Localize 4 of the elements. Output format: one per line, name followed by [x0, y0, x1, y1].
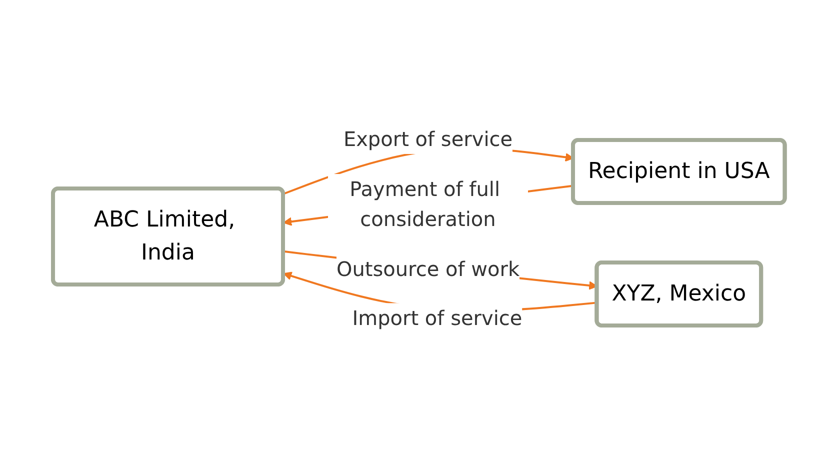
edge-label: Import of service: [352, 306, 522, 330]
edge-label: Export of service: [343, 126, 512, 151]
edge-label: Payment of full consideration: [349, 176, 500, 231]
edge-label: Outsource of work: [336, 256, 520, 281]
